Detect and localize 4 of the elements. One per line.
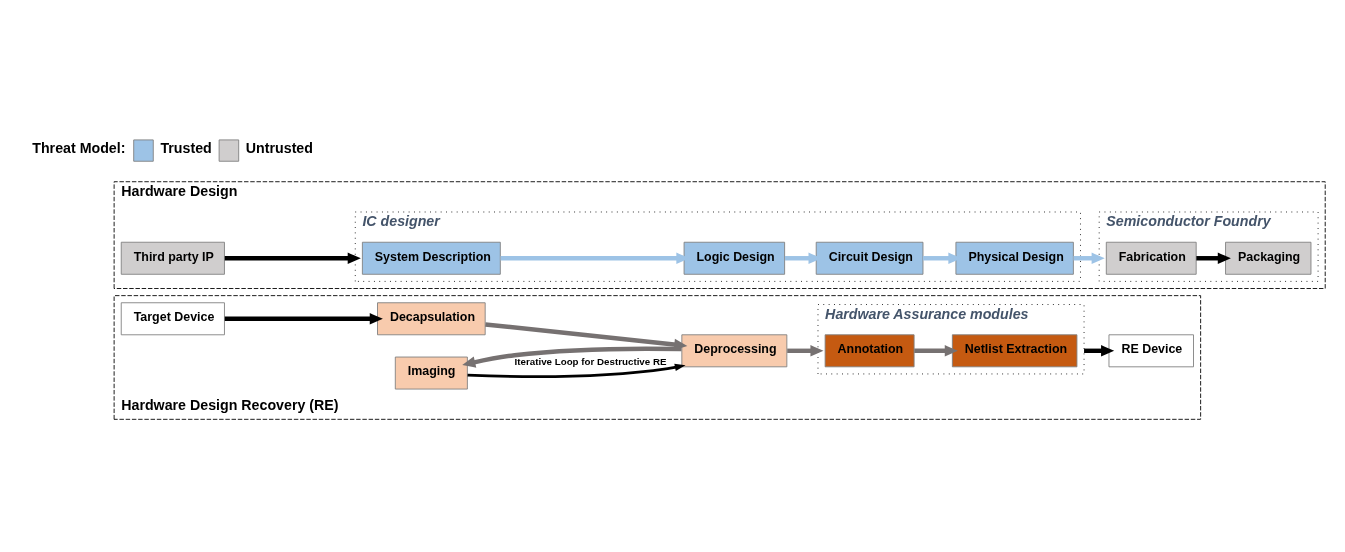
edge-label: Iterative Loop for Destructive RE <box>514 355 667 367</box>
legend-label: Untrusted <box>245 139 313 156</box>
legend-label: Trusted <box>160 139 212 156</box>
label: Threat Model: <box>32 139 126 156</box>
